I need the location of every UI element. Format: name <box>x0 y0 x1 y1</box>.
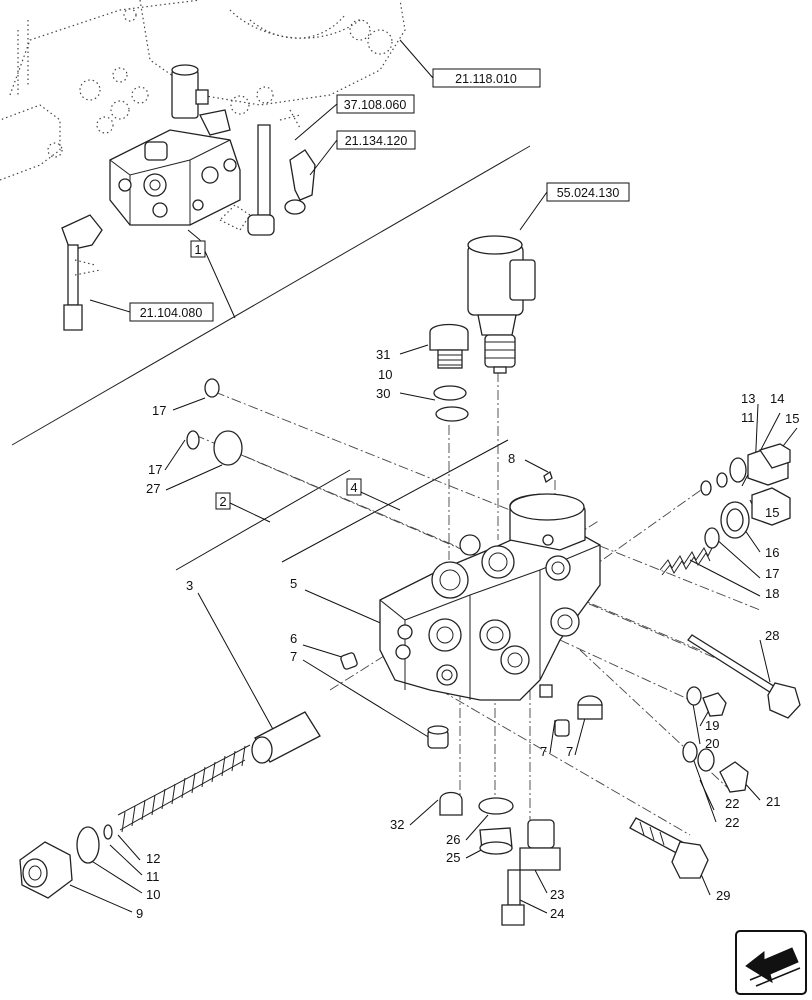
o-ring-27 <box>213 430 243 466</box>
boxed-item-4: 4 <box>346 478 362 496</box>
plug-7-lower <box>427 725 449 749</box>
context-assembly <box>0 0 406 331</box>
label-30: 30 <box>376 386 390 401</box>
label-17: 17 <box>765 566 779 581</box>
label-27: 27 <box>146 481 160 496</box>
spring-12 <box>117 744 251 833</box>
ref-box-5[interactable]: 21.104.080 <box>129 302 214 322</box>
label-15: 15 <box>785 411 799 426</box>
label-20: 20 <box>705 736 719 751</box>
label-10: 10 <box>378 367 392 382</box>
washer-22a <box>682 741 698 763</box>
ref-37-108-060: 37.108.060 <box>344 98 407 112</box>
label-31: 31 <box>376 347 390 362</box>
solenoid-cartridge <box>467 235 536 374</box>
set-screw-6 <box>340 652 358 670</box>
ref-55-024-130: 55.024.130 <box>557 186 620 200</box>
ref-box-3[interactable]: 21.134.120 <box>336 130 416 150</box>
label-13: 13 <box>741 391 755 406</box>
right-fittings <box>700 443 791 549</box>
bottom-parts <box>439 791 561 926</box>
next-page-arrow-icon[interactable] <box>735 930 807 995</box>
label-23: 23 <box>550 887 564 902</box>
svg-text:4: 4 <box>350 480 357 495</box>
label-11: 11 <box>741 410 755 425</box>
label-5: 5 <box>290 576 297 591</box>
plug-31-assembly <box>429 323 469 422</box>
ref-21-118-010: 21.118.010 <box>455 72 517 86</box>
bolt-29 <box>629 817 709 879</box>
view-divider-line <box>11 145 531 446</box>
ref-box-4[interactable]: 55.024.130 <box>546 182 630 202</box>
ref-21-134-120: 21.134.120 <box>345 134 408 148</box>
label-12: 12 <box>146 851 160 866</box>
label-14: 14 <box>770 391 784 406</box>
label-29: 29 <box>716 888 730 903</box>
svg-text:2: 2 <box>219 494 226 509</box>
label-32: 32 <box>390 817 404 832</box>
ref-box-2[interactable]: 37.108.060 <box>336 94 415 114</box>
label-22: 22 <box>725 796 739 811</box>
label-17: 17 <box>148 462 162 477</box>
label-10: 10 <box>146 887 160 902</box>
o-ring-10 <box>76 826 100 864</box>
cap-nut-9 <box>19 841 73 899</box>
bolt-28 <box>687 634 801 719</box>
label-28: 28 <box>765 628 779 643</box>
label-8: 8 <box>508 451 515 466</box>
label-17: 17 <box>152 403 166 418</box>
ring-17-lower <box>186 430 200 450</box>
label-18: 18 <box>765 586 779 601</box>
valve-body <box>379 470 601 701</box>
spool-3 <box>251 711 321 764</box>
svg-text:1: 1 <box>194 242 201 257</box>
plug-19 <box>702 692 727 717</box>
washer-22b <box>697 748 715 772</box>
label-7: 7 <box>540 744 547 759</box>
ref-21-104-080: 21.104.080 <box>140 306 203 320</box>
label-7: 7 <box>290 649 297 664</box>
spring-18 <box>659 547 713 576</box>
label-3: 3 <box>186 578 193 593</box>
label-24: 24 <box>550 906 564 921</box>
washer-20 <box>686 686 702 706</box>
label-7: 7 <box>566 744 573 759</box>
label-11: 11 <box>146 869 160 884</box>
washer-11 <box>103 824 113 840</box>
label-6: 6 <box>290 631 297 646</box>
boxed-item-1: 1 <box>190 240 206 258</box>
label-22: 22 <box>725 815 739 830</box>
plugs-7-right <box>554 695 603 737</box>
label-16: 16 <box>765 545 779 560</box>
boxed-item-2: 2 <box>215 492 231 510</box>
ref-box-1[interactable]: 21.118.010 <box>432 68 541 88</box>
leader-lines <box>69 39 798 914</box>
plug-21 <box>719 761 749 793</box>
label-19: 19 <box>705 718 719 733</box>
ring-17-upper <box>204 378 220 398</box>
label-9: 9 <box>136 906 143 921</box>
label-25: 25 <box>446 850 460 865</box>
label-21: 21 <box>766 794 780 809</box>
label-26: 26 <box>446 832 460 847</box>
label-15: 15 <box>765 505 779 520</box>
callout-labels: 31 10 30 17 17 27 3 5 6 7 8 13 11 14 15 … <box>136 347 799 921</box>
